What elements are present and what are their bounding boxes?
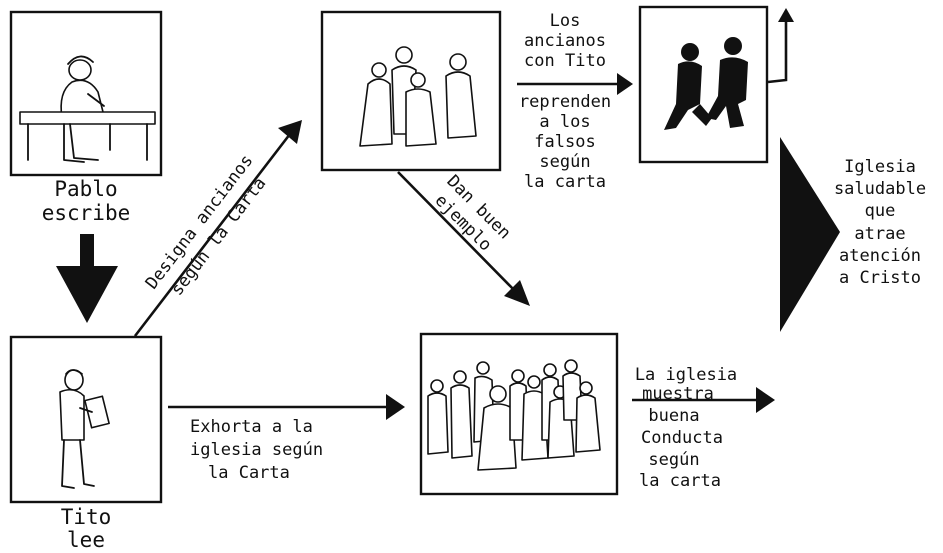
reprenden-label-line3: con Tito (524, 51, 606, 71)
healthy-church-label: Iglesia saludable que atrae atención a C… (834, 157, 926, 288)
arrow-congregation-shows (632, 387, 775, 413)
exhorta-label: Exhorta a la iglesia según la Carta (190, 417, 323, 483)
arrow-pablo-to-tito (56, 234, 118, 323)
healthy-church-line1: Iglesia (844, 157, 916, 177)
congregation-crowd-figure (427, 359, 601, 471)
reprenden-label-line7: según (539, 152, 590, 172)
panel-false-teachers (638, 5, 769, 164)
ancianos-reprenden-label: Los ancianos con Tito reprenden a los fa… (519, 11, 611, 192)
arrow-elders-to-congregation (397, 171, 530, 306)
arrow-elders-to-reprove (517, 73, 633, 95)
arrow-tito-to-elders (133, 120, 302, 337)
reprenden-label-line8: la carta (524, 172, 606, 192)
arrow-false-out (767, 8, 794, 84)
reprenden-label-line6: falsos (534, 132, 595, 152)
arrow-to-healthy-church (780, 137, 840, 332)
panel-pablo-writing (9, 10, 163, 177)
muestra-label-line4: Conducta (641, 428, 723, 448)
tito-reading-figure (59, 369, 110, 489)
tito-label-line1: Tito (61, 505, 112, 529)
exhorta-label-line2: iglesia según (190, 440, 323, 460)
reprenden-label-line1: Los (550, 11, 581, 31)
dark-figures-silhouettes (664, 37, 748, 130)
arrow-tito-to-congregation (168, 394, 405, 420)
healthy-church-line4: atrae (854, 224, 905, 244)
healthy-church-line2: saludable (834, 179, 926, 199)
iglesia-muestra-label: La iglesia muestra buena Conducta según … (635, 365, 737, 491)
reprenden-label-line4: reprenden (519, 92, 611, 112)
panel-tito-reading (9, 335, 163, 504)
reprenden-label-line5: a los (539, 112, 590, 132)
muestra-label-line3: buena (648, 406, 699, 426)
pablo-label-line1: Pablo (54, 177, 117, 201)
muestra-label-line1: La iglesia (635, 365, 737, 385)
muestra-label-line5: según (648, 450, 699, 470)
tito-label-line2: lee (67, 528, 105, 552)
healthy-church-line3: que (865, 201, 896, 221)
panel-elders (320, 10, 502, 172)
elders-group-figure (359, 46, 477, 147)
exhorta-label-line3: la Carta (208, 463, 290, 483)
healthy-church-line5: atención (839, 246, 921, 266)
muestra-label-line2: muestra (642, 384, 714, 404)
exhorta-label-line1: Exhorta a la (190, 417, 313, 437)
pablo-label-line2: escribe (42, 201, 131, 225)
reprenden-label-line2: ancianos (524, 31, 606, 51)
healthy-church-line6: a Cristo (839, 268, 921, 288)
muestra-label-line6: la carta (639, 471, 721, 491)
pablo-writing-figure (19, 55, 156, 163)
panel-congregation (419, 332, 619, 496)
